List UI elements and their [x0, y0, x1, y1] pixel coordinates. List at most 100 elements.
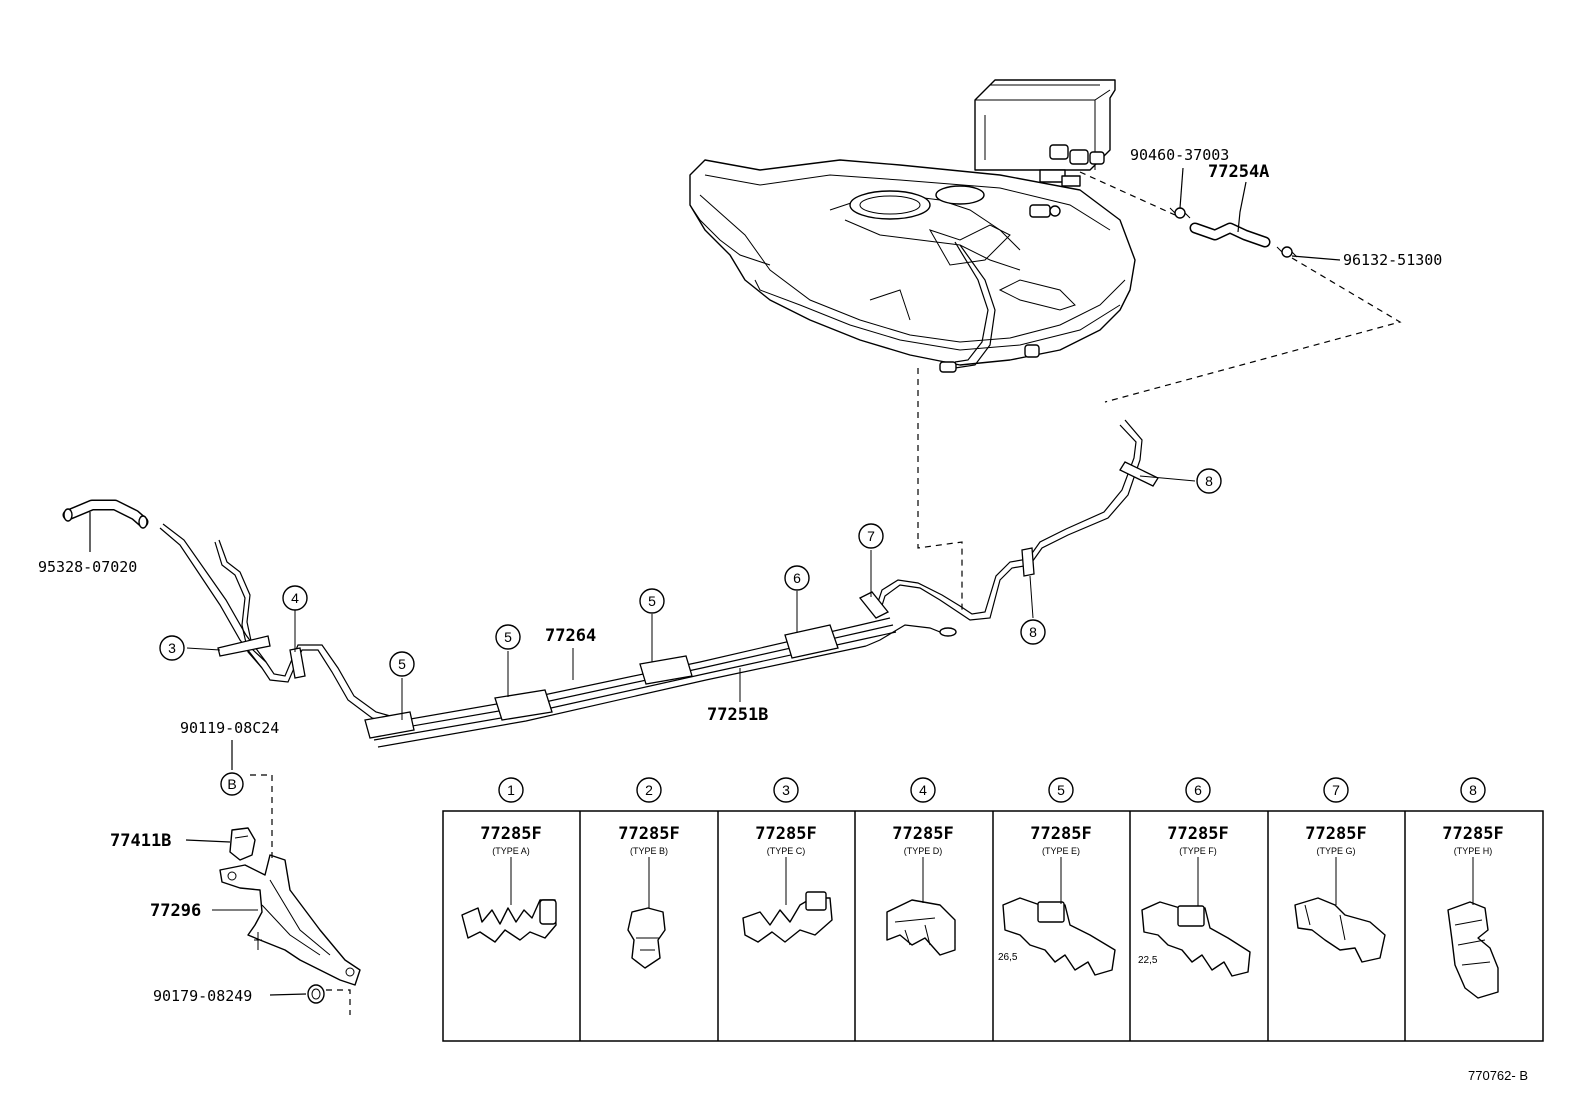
- clamp-type-label: (TYPE D): [904, 846, 943, 856]
- clamp-number-bubble: [1185, 777, 1211, 803]
- clamp-type-b-drawing: [627, 857, 666, 969]
- label-77296: 77296: [150, 901, 201, 921]
- svg-text:6: 6: [793, 570, 801, 586]
- clamp-number: 2: [645, 782, 653, 798]
- clamp-type-f-drawing: [1141, 857, 1251, 977]
- svg-text:B: B: [227, 776, 236, 792]
- clamp-part-number: 77285F: [480, 824, 541, 844]
- clamp-number-bubble: [636, 777, 662, 803]
- label-95328-07020: 95328-07020: [38, 558, 137, 576]
- bubble-5-a: 5: [389, 651, 415, 677]
- clamp-number-bubble: [498, 777, 524, 803]
- clamp-5-on-pipe-b: [494, 689, 553, 721]
- hose-clamp-96132: [1276, 246, 1341, 261]
- clamp-number: 3: [782, 782, 790, 798]
- bubble-B: B: [220, 772, 244, 796]
- clamp-type-label: (TYPE H): [1454, 846, 1493, 856]
- clamp-type-label: (TYPE C): [767, 846, 806, 856]
- clamp-8-on-pipe-a: [1021, 547, 1035, 577]
- clamp-6-on-pipe: [784, 624, 839, 659]
- pipe-clamps: [217, 461, 1159, 739]
- clamp-part-number: 77285F: [755, 824, 816, 844]
- clamp-type-a-drawing: [461, 857, 557, 943]
- clamp-number: 6: [1194, 782, 1202, 798]
- bubble-5-c: 5: [639, 588, 665, 614]
- label-77254A: 77254A: [1208, 162, 1269, 182]
- clamp-3-on-pipe: [217, 635, 271, 657]
- connector-77411B: [185, 827, 256, 861]
- clamp-type-e-drawing: [1002, 857, 1116, 976]
- svg-text:3: 3: [168, 640, 176, 656]
- bubble-7: 7: [858, 523, 884, 549]
- clamp-column-2: 2 77285F (TYPE B): [618, 777, 680, 856]
- label-77411B: 77411B: [110, 831, 171, 851]
- clamp-type-label: (TYPE F): [1179, 846, 1217, 856]
- hose-95328: [62, 499, 149, 552]
- clamp-part-number: 77285F: [1167, 824, 1228, 844]
- clamp-number: 1: [507, 782, 515, 798]
- callout-bubbles: 3 4 5 5 5 6 7 8 8 B: [159, 468, 1222, 796]
- clamp-number-bubble: [1460, 777, 1486, 803]
- clamp-column-4: 4 77285F (TYPE D): [892, 777, 954, 856]
- route-grommet-to-bracket: [326, 989, 351, 1015]
- clamp-8-on-pipe-b: [1119, 461, 1159, 487]
- clamp-5-on-pipe-c: [639, 655, 693, 685]
- svg-text:7: 7: [867, 528, 875, 544]
- bracket-77296: [219, 854, 361, 986]
- clamp-type-g-drawing: [1294, 857, 1386, 963]
- clamp-part-number: 77285F: [1442, 824, 1503, 844]
- clamp-type-label: (TYPE E): [1042, 846, 1080, 856]
- clamp-part-number: 77285F: [618, 824, 679, 844]
- hose-clamp-90460: [1169, 167, 1191, 219]
- clamp-type-f-dimension: 22,5: [1138, 955, 1158, 966]
- clamp-7-on-pipe: [858, 591, 890, 619]
- clamp-number-bubble: [1323, 777, 1349, 803]
- hose-77254A: [1189, 181, 1271, 248]
- bubble-4: 4: [282, 585, 308, 611]
- clamp-type-label: (TYPE B): [630, 846, 668, 856]
- clamp-type-e-dimension: 26,5: [998, 952, 1018, 963]
- leader-lines: [186, 475, 1196, 911]
- clamp-column-3: 3 77285F (TYPE C): [755, 777, 817, 856]
- svg-text:4: 4: [291, 590, 299, 606]
- diagram-reference-code: 770762- B: [1468, 1068, 1528, 1083]
- clamp-column-6: 6 77285F (TYPE F): [1167, 777, 1229, 856]
- clamp-4-on-pipe: [289, 647, 306, 679]
- bubble-3: 3: [159, 635, 185, 661]
- clamp-number-bubble: [910, 777, 936, 803]
- svg-text:5: 5: [504, 629, 512, 645]
- clamp-column-1: 1 77285F (TYPE A): [480, 777, 542, 856]
- svg-text:5: 5: [648, 593, 656, 609]
- clamp-number: 7: [1332, 782, 1340, 798]
- bubble-5-b: 5: [495, 624, 521, 650]
- label-77251B: 77251B: [707, 705, 768, 725]
- label-96132-51300: 96132-51300: [1343, 251, 1442, 269]
- route-tank-to-pipe: [917, 368, 963, 615]
- bubble-8-a: 8: [1196, 468, 1222, 494]
- svg-text:8: 8: [1029, 624, 1037, 640]
- clamp-column-8: 8 77285F (TYPE H): [1442, 777, 1504, 856]
- bubble-8-b: 8: [1020, 619, 1046, 645]
- fuel-pipes: [159, 419, 1143, 748]
- svg-text:5: 5: [398, 656, 406, 672]
- charcoal-canister: [974, 79, 1116, 187]
- label-77264: 77264: [545, 626, 596, 646]
- fuel-tank: [689, 159, 1136, 373]
- clamp-number: 5: [1057, 782, 1065, 798]
- grommet-90179: [269, 984, 325, 1004]
- clamp-type-label: (TYPE G): [1316, 846, 1355, 856]
- clamp-number: 4: [919, 782, 927, 798]
- clamp-part-number: 77285F: [892, 824, 953, 844]
- clamp-column-7: 7 77285F (TYPE G): [1305, 777, 1367, 856]
- clamp-part-number: 77285F: [1305, 824, 1366, 844]
- svg-text:8: 8: [1205, 473, 1213, 489]
- clamp-type-label: (TYPE A): [492, 846, 530, 856]
- clamp-type-h-drawing: [1447, 857, 1499, 999]
- clamp-type-c-drawing: [742, 857, 833, 943]
- clamp-number: 8: [1469, 782, 1477, 798]
- label-90460-37003: 90460-37003: [1130, 146, 1229, 164]
- clamp-table-columns: 1 77285F (TYPE A) 2 77285F (TYPE B) 3 77285F (TY…: [480, 777, 1504, 856]
- route-canister-to-pipe: [1079, 171, 1402, 403]
